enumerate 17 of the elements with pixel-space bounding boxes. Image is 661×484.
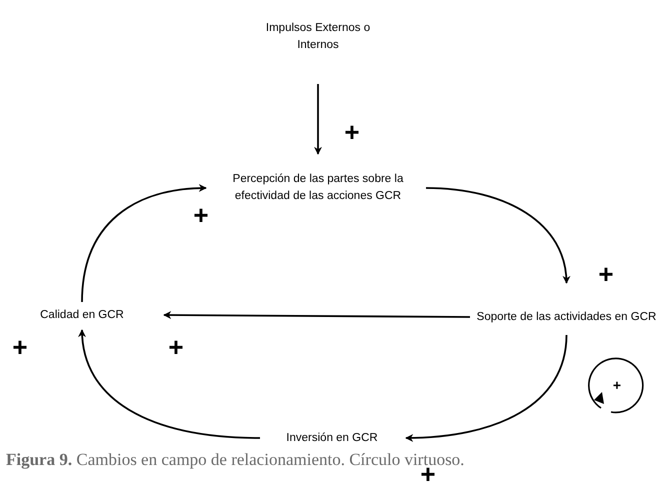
- node-label: Inversión en GCR: [286, 430, 378, 446]
- polarity-sign: +: [193, 202, 209, 228]
- polarity-sign: +: [344, 119, 360, 145]
- polarity-sign: +: [168, 334, 184, 360]
- arrow: [78, 329, 260, 439]
- node-label: Impulsos Externos o Internos: [264, 21, 372, 53]
- node-label: Calidad en GCR: [40, 308, 124, 322]
- polarity-sign: +: [612, 378, 622, 392]
- arrow: [163, 311, 470, 320]
- node-label: Soporte de las actividades en GCR: [476, 310, 656, 324]
- node-label: Percepción de las partes sobre la efectividad de las acciones GCR: [232, 172, 404, 204]
- polarity-sign: +: [598, 261, 614, 287]
- polarity-sign: +: [12, 334, 28, 360]
- arrow: [405, 334, 568, 442]
- arrow: [314, 84, 322, 155]
- arrow: [81, 184, 207, 302]
- arrow: [426, 187, 570, 284]
